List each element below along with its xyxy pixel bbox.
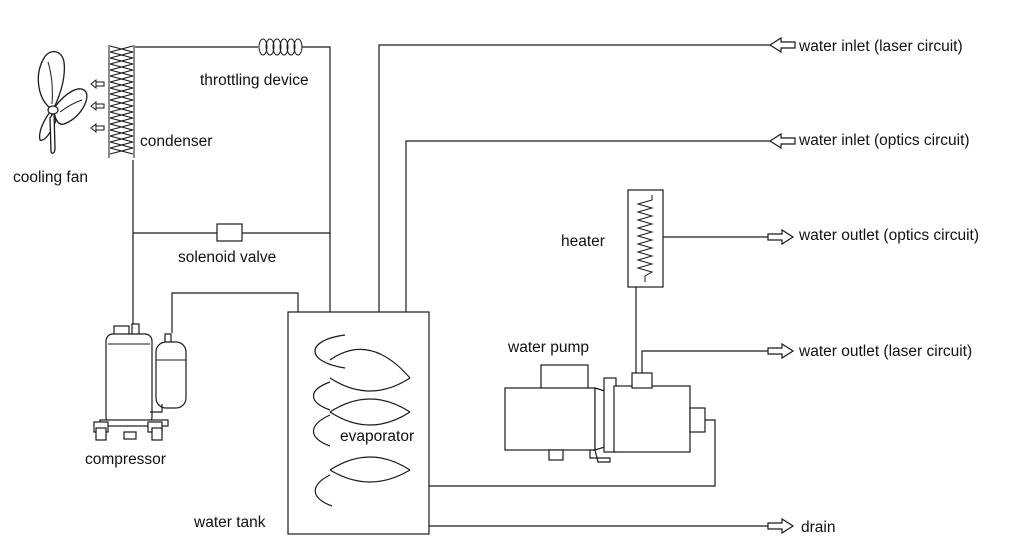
evaporator-label: evaporator (340, 428, 414, 445)
solenoid-valve-label: solenoid valve (178, 249, 276, 266)
drain-label: drain (801, 519, 835, 536)
water-tank (287, 311, 430, 535)
cooling-fan-icon (37, 51, 88, 154)
outlet-laser-arrow-icon (767, 342, 795, 360)
solenoid-valve (216, 223, 243, 242)
compressor-label: compressor (85, 451, 166, 468)
water-pump-label: water pump (507, 339, 589, 356)
water-piping (378, 44, 770, 527)
water-inlet-optics-label: water inlet (optics circuit) (798, 132, 970, 149)
evaporator-coil (312, 334, 411, 507)
water-outlet-laser-label: water outlet (laser circuit) (798, 343, 972, 360)
water-tank-label: water tank (193, 514, 266, 531)
outlet-optics-arrow-icon (767, 228, 795, 246)
heater-label: heater (561, 233, 605, 250)
airflow-arrows (90, 78, 105, 134)
condenser (108, 44, 135, 160)
refrigerant-piping (132, 46, 331, 333)
flow-arrows (767, 36, 796, 535)
throttling-device-label: throttling device (200, 72, 309, 89)
water-pump (504, 364, 706, 463)
inlet-laser-arrow-icon (768, 36, 796, 54)
water-inlet-laser-label: water inlet (laser circuit) (798, 38, 963, 55)
drain-arrow-icon (767, 517, 795, 535)
condenser-label: condenser (140, 133, 212, 150)
compressor (93, 323, 187, 441)
water-outlet-optics-label: water outlet (optics circuit) (798, 227, 979, 244)
cooling-fan-label: cooling fan (13, 169, 88, 186)
heater (627, 189, 664, 288)
inlet-optics-arrow-icon (768, 132, 796, 150)
throttling-device (258, 38, 303, 56)
